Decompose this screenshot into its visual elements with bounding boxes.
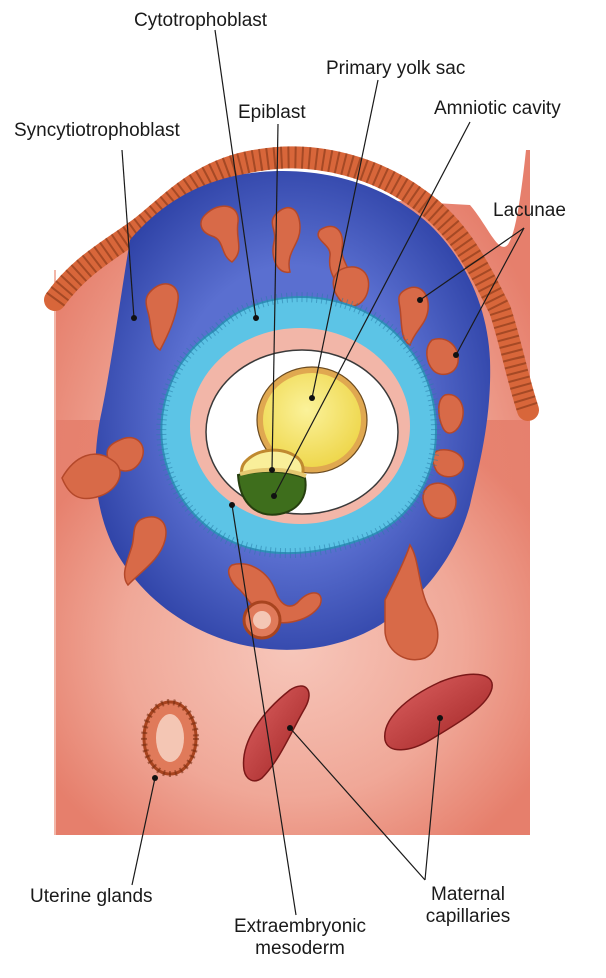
lacuna-9 — [433, 450, 464, 477]
label-extraembryonic-line2: mesoderm — [210, 938, 390, 960]
lacuna-8 — [439, 395, 463, 433]
label-extraembryonic-line1: Extraembryonic — [210, 916, 390, 938]
label-maternal-capillaries-line1: Maternal — [398, 884, 538, 906]
label-maternal-capillaries: Maternal capillaries — [398, 884, 538, 928]
label-cytotrophoblast: Cytotrophoblast — [134, 10, 267, 32]
label-primary-yolk-sac: Primary yolk sac — [326, 58, 465, 80]
uterine-gland — [144, 702, 196, 774]
label-syncytiotrophoblast: Syncytiotrophoblast — [14, 120, 180, 142]
lacuna-10 — [423, 483, 456, 518]
label-amniotic-cavity: Amniotic cavity — [434, 98, 561, 120]
label-uterine-glands: Uterine glands — [30, 886, 153, 908]
label-maternal-capillaries-line2: capillaries — [398, 906, 538, 928]
label-extraembryonic-mesoderm: Extraembryonic mesoderm — [210, 916, 390, 960]
label-lacunae: Lacunae — [493, 200, 566, 222]
label-epiblast: Epiblast — [238, 102, 306, 124]
